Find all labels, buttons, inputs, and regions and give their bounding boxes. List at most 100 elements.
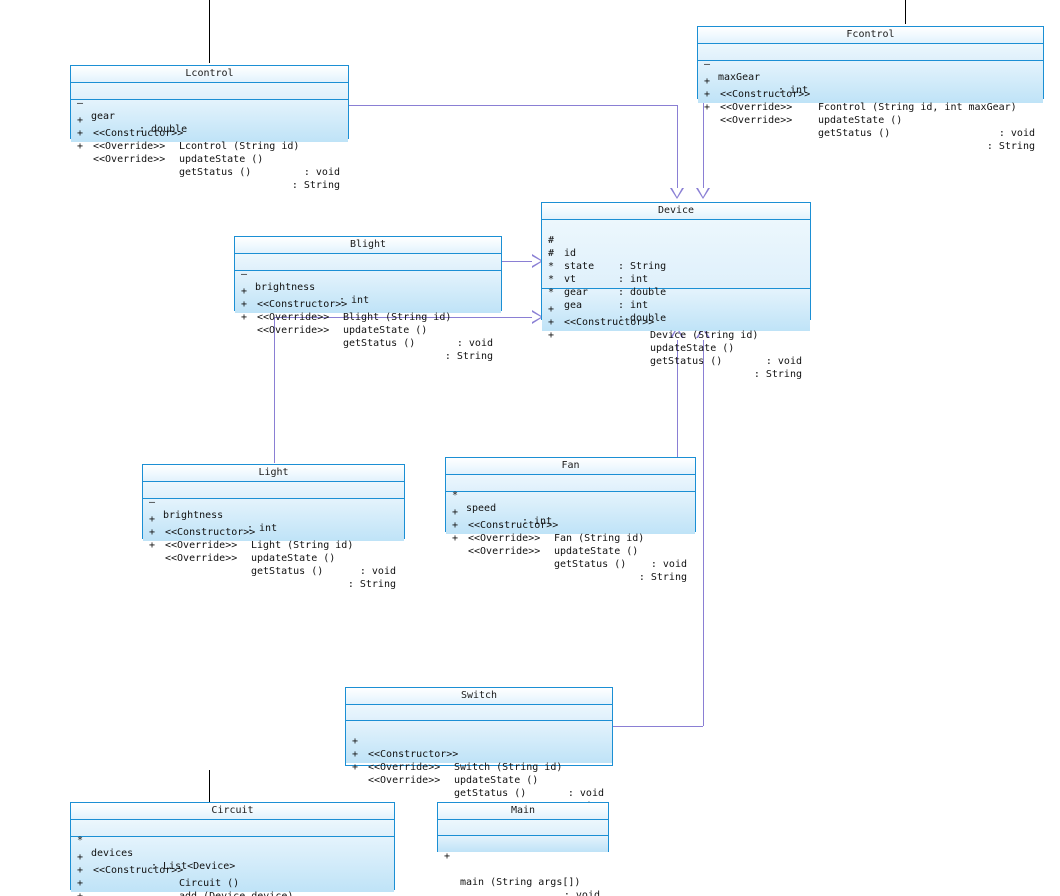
attribute-row: – maxGear : int [698,45,1043,96]
stereotype: <<Constructor>> [93,128,184,139]
member-type: : void [456,338,493,349]
member-type: : String [347,579,396,590]
class-box-circuit[interactable]: Circuit * devices : List<Device> + <<Con… [70,802,395,896]
visibility-marker: + [77,115,84,126]
operation-row: + <<Override>> getStatus () : String [71,127,348,191]
stereotype: <<Constructor>> [564,317,655,328]
class-operations-switch: + <<Constructor>> Switch (String id) + <… [346,721,612,812]
member-name: Fcontrol (String id, int maxGear) [818,102,1017,113]
member-type: : void [765,356,802,367]
visibility-marker: + [352,736,359,747]
connector-switch-device-h [613,726,703,727]
operation-row: + <<Override>> getStatus () : String [698,88,1043,152]
member-name: main (String args[]) [460,877,581,888]
operation-row: + getStatus () : String [542,316,810,380]
member-name: maxGear [718,72,761,83]
operation-row: + <<Constructor>> Fan (String id) [446,493,695,544]
generalization-arrow-fan [670,327,684,338]
class-box-main[interactable]: Main + main (String args[]) : void [437,802,609,896]
member-name: Device (String id) [650,330,759,341]
attribute-row: * gear : int [542,260,810,311]
stereotype: <<Override>> [468,533,541,544]
class-operations-lcontrol: + <<Constructor>> Lcontrol (String id) +… [71,100,348,191]
visibility-marker: + [548,304,555,315]
stereotype: <<Constructor>> [720,89,811,100]
class-title-fan: Fan [446,458,695,475]
operation-row: + <<Override>> getStatus () : String [143,526,404,590]
operation-row: + main (String args[]) : void [438,837,608,896]
operation-row: + <<Override>> updateState () : void [143,513,404,577]
operation-row: + <<Override>> getStatus () : String [346,748,612,812]
visibility-marker: + [241,286,248,297]
class-title-lcontrol: Lcontrol [71,66,348,83]
operation-row: + <<Override>> getStatus () : String [235,298,501,362]
member-name: updateState () [251,553,336,564]
member-name: updateState () [650,343,735,354]
operation-row: + <<Constructor>> Blight (String id) [235,272,501,323]
operation-row: + <<Constructor>> Light (String id) [143,500,404,551]
member-name: updateState () [818,115,903,126]
visibility-marker: # [548,235,555,246]
class-box-fcontrol[interactable]: Fcontrol – maxGear : int + <<Constructor… [697,26,1044,152]
connector-switch-device-v [703,340,704,726]
member-name: brightness [255,282,316,293]
class-attributes-blight: – brightness : int [235,254,501,306]
generalization-arrow-light [532,310,543,324]
attribute-row: – gear : double [71,84,348,135]
visibility-marker: + [149,540,156,551]
class-box-fan[interactable]: Fan * speed : int + <<Constructor>> Fan … [445,457,696,583]
visibility-marker: + [452,520,459,531]
class-box-blight[interactable]: Blight – brightness : int + <<Constructo… [234,236,502,362]
member-type: : double [139,124,188,135]
member-type: : int [339,295,370,306]
connector-fan-device-v [677,340,678,457]
member-name: Circuit () [179,878,240,889]
visibility-marker: + [77,865,84,876]
stereotype: <<Override>> [720,102,793,113]
class-operations-circuit: + <<Constructor>> Circuit () + add (Devi… [71,837,394,896]
class-box-switch[interactable]: Switch + <<Constructor>> Switch (String … [345,687,613,812]
generalization-arrow-lcontrol [670,188,684,199]
visibility-marker: + [77,878,84,889]
member-type: : int [247,523,278,534]
visibility-marker: * [452,490,459,501]
class-box-device[interactable]: Device # id : String # state : int * vt … [541,202,811,380]
member-name: getStatus () [818,128,891,139]
member-type: : void [650,559,687,570]
stereotype: <<Override>> [720,115,793,126]
stereotype: <<Override>> [93,154,166,165]
stereotype: <<Override>> [257,312,330,323]
member-name: vt [564,274,577,285]
visibility-marker: – [241,269,248,280]
attribute-row: * gea : double [542,273,810,324]
operation-row: + updateState () : void [542,303,810,367]
class-attributes-light: – brightness : int [143,482,404,534]
member-type: : void [998,128,1035,139]
stereotype: <<Override>> [368,775,441,786]
member-type: : int [618,300,649,311]
class-operations-device: + <<Constructor>> Device (String id) + u… [542,289,810,380]
member-type: : String [444,351,493,362]
visibility-marker: + [77,852,84,863]
class-box-lcontrol[interactable]: Lcontrol – gear : double + <<Constructor… [70,65,349,191]
member-name: add (Device device) [179,890,293,896]
operation-row: + <<Override>> updateState () : void [698,75,1043,139]
member-type: : String [291,180,340,191]
operation-row: + <<Constructor>> Lcontrol (String id) [71,101,348,152]
member-name: getStatus () [179,167,252,178]
member-name: updateState () [343,325,428,336]
member-name: state [564,261,595,272]
member-type: : String [638,572,687,583]
member-name: getStatus () [251,566,324,577]
visibility-marker: + [77,128,84,139]
visibility-marker: + [241,299,248,310]
connector-lcontrol-device-h [349,105,678,106]
member-name: updateState () [554,546,639,557]
class-box-light[interactable]: Light – brightness : int + <<Constructor… [142,464,405,590]
stereotype: <<Constructor>> [468,520,559,531]
class-attributes-fcontrol: – maxGear : int [698,44,1043,96]
class-title-device: Device [542,203,810,220]
stereotype: <<Override>> [165,540,238,551]
visibility-marker: * [548,274,555,285]
